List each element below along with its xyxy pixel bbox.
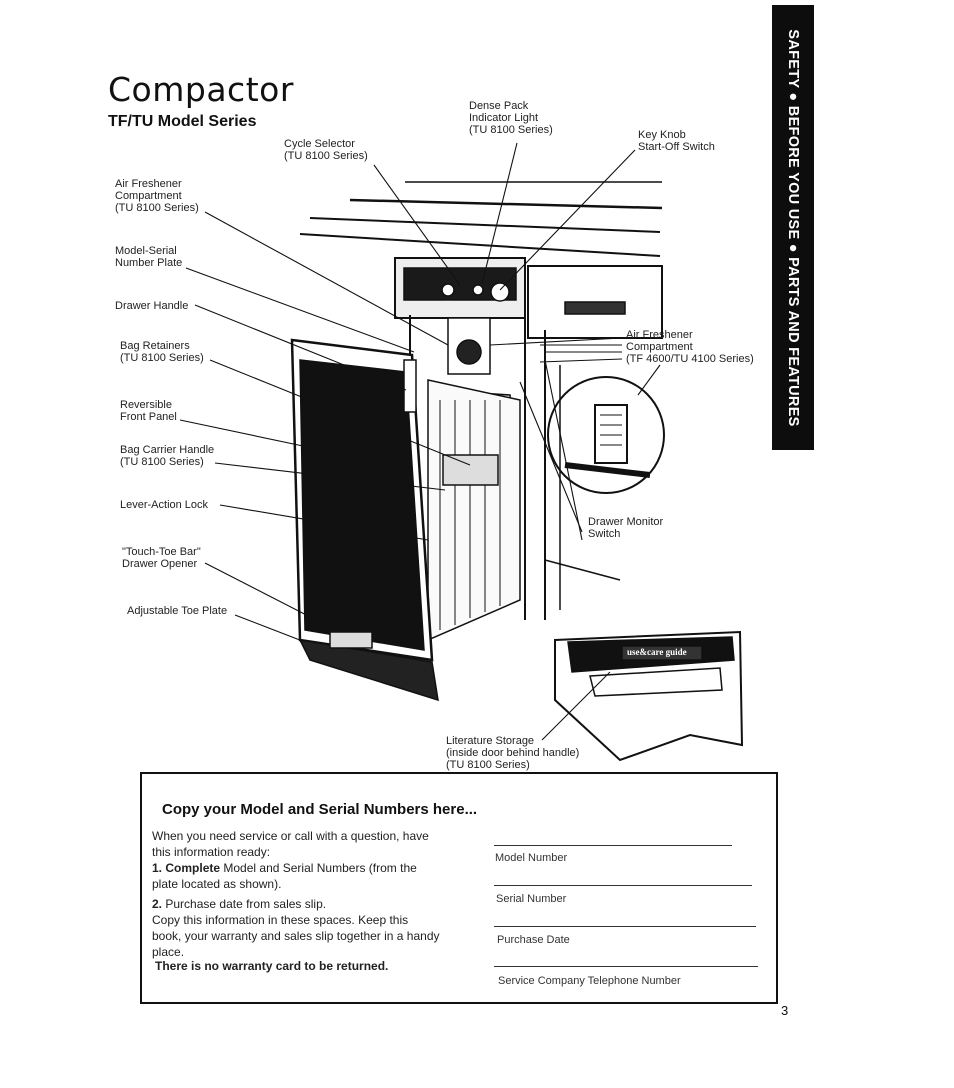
literature-storage-label: Literature Storage (inside door behind h… bbox=[446, 735, 580, 771]
service-phone-label: Service Company Telephone Number bbox=[498, 975, 681, 987]
reversible-panel-label: Reversible Front Panel bbox=[120, 399, 177, 423]
step-2: 2. Purchase date from sales slip. bbox=[152, 896, 482, 912]
page-subtitle: TF/TU Model Series bbox=[108, 113, 257, 130]
drawer-monitor-label: Drawer Monitor Switch bbox=[588, 516, 664, 540]
bag-retainers-label: Bag Retainers (TU 8100 Series) bbox=[120, 340, 204, 364]
model-number-label: Model Number bbox=[495, 852, 568, 864]
air-freshener-label: Air Freshener Compartment (TU 8100 Serie… bbox=[115, 178, 199, 214]
key-knob-label: Key Knob Start-Off Switch bbox=[638, 129, 715, 153]
purchase-date-field[interactable] bbox=[494, 926, 756, 927]
model-serial-label: Model-Serial Number Plate bbox=[115, 245, 183, 269]
touch-toe-label: "Touch-Toe Bar" Drawer Opener bbox=[122, 546, 201, 570]
drawer-handle-label: Drawer Handle bbox=[115, 300, 189, 312]
purchase-date-label: Purchase Date bbox=[497, 934, 570, 946]
copy-instructions: Copy this information in these spaces. K… bbox=[152, 913, 440, 959]
step-1-bold: Complete bbox=[165, 861, 221, 875]
toe-plate-label: Adjustable Toe Plate bbox=[127, 605, 228, 617]
page-title: Compactor bbox=[108, 70, 294, 109]
step-2-number: 2. bbox=[152, 897, 163, 911]
bag-carrier-label: Bag Carrier Handle (TU 8100 Series) bbox=[120, 444, 215, 468]
warranty-note: There is no warranty card to be returned… bbox=[155, 959, 389, 973]
copy-box-title: Copy your Model and Serial Numbers here.… bbox=[162, 801, 478, 818]
serial-number-field[interactable] bbox=[494, 885, 752, 886]
intro-text: When you need service or call with a que… bbox=[152, 829, 429, 859]
step-2-text: Purchase date from sales slip. bbox=[165, 897, 327, 911]
model-number-field[interactable] bbox=[494, 845, 732, 846]
guide-book-label: use&care guide bbox=[627, 647, 687, 657]
dense-pack-label: Dense Pack Indicator Light (TU 8100 Seri… bbox=[469, 100, 553, 136]
section-tab: SAFETY ● BEFORE YOU USE ● PARTS AND FEAT… bbox=[772, 5, 814, 450]
air-freshener-right-label: Air Freshener Compartment (TF 4600/TU 41… bbox=[626, 329, 754, 365]
step-1-text: Model and Serial Numbers (from the plate… bbox=[152, 861, 417, 891]
serial-number-label: Serial Number bbox=[496, 893, 567, 905]
cycle-selector-label: Cycle Selector (TU 8100 Series) bbox=[284, 138, 368, 162]
step-1: 1. Complete Model and Serial Numbers (fr… bbox=[152, 860, 482, 892]
copy-numbers-box bbox=[140, 772, 778, 1004]
step-1-number: 1. bbox=[152, 861, 163, 875]
service-phone-field[interactable] bbox=[494, 966, 758, 967]
page-number: 3 bbox=[781, 1003, 789, 1018]
lever-lock-label: Lever-Action Lock bbox=[120, 499, 209, 511]
